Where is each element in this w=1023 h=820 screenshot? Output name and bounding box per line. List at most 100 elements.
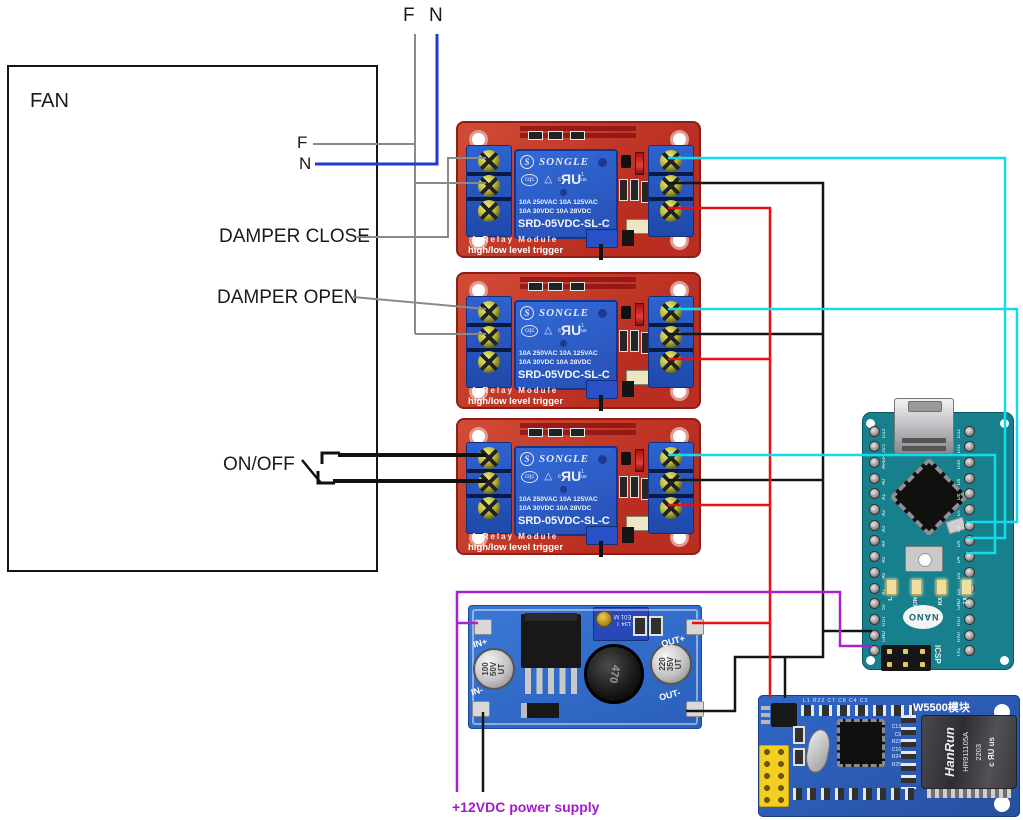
nano-pin-a0: A0 — [869, 472, 897, 485]
nano-pin-gnd: GND — [869, 629, 897, 642]
pin-pad — [964, 504, 975, 516]
led-label: RX — [938, 597, 944, 606]
pin-pad — [964, 629, 975, 641]
smd-component — [548, 131, 563, 140]
nano-pin-a7: A7 — [869, 582, 897, 595]
resistor — [619, 330, 628, 352]
screw-terminal — [660, 150, 682, 172]
smd-component — [633, 616, 647, 636]
diode — [635, 449, 644, 472]
nano-pin-d12: D12 — [947, 425, 975, 438]
resistor — [619, 476, 628, 498]
relay-brand-row: S SONGLE — [520, 306, 608, 320]
screw-terminal — [660, 200, 682, 222]
nano-pin-gnd: GND — [947, 598, 975, 610]
smd-component — [793, 748, 805, 766]
relay-ratings-line1: 10A 250VAC 10A 125VAC — [519, 199, 598, 206]
relay-brand-row: S SONGLE — [520, 155, 608, 169]
nano-pin-d10: D10 — [947, 456, 975, 469]
in-minus-label: IN- — [469, 684, 485, 698]
reset-button[interactable] — [905, 546, 943, 572]
inductor: 470 — [584, 644, 644, 704]
pin-pad — [964, 488, 975, 500]
icsp-label: ICSP — [933, 645, 942, 664]
transistor — [621, 452, 631, 465]
in-plus-label: IN+ — [471, 636, 489, 650]
cqc-logo: cqc — [521, 324, 539, 337]
pin-pad — [869, 519, 880, 531]
silkscreen-band — [520, 126, 636, 131]
pin-pad — [964, 645, 975, 657]
pin-label: 3V3 — [882, 444, 887, 454]
fan-title: FAN — [30, 90, 69, 112]
relay-part-number: SRD-05VDC-SL-C — [518, 515, 610, 527]
pin-pad — [964, 566, 975, 578]
jumper-pin-stub — [599, 541, 603, 557]
relay-part-number: SRD-05VDC-SL-C — [518, 218, 610, 230]
nano-pin-a6: A6 — [869, 566, 897, 579]
relay-caption-line1: 1 Relay Module — [472, 532, 559, 541]
warning-triangle-icon: △ — [544, 174, 553, 185]
warning-triangle-icon: △ — [544, 325, 553, 336]
pin-pad — [964, 535, 975, 547]
relay-ratings-line2: 10A 30VDC 10A 28VDC — [519, 359, 592, 366]
mains-neutral-label: N — [429, 5, 443, 26]
warning-triangle-icon: △ — [544, 471, 553, 482]
pin-pad — [964, 425, 975, 437]
jumper-pin-stub — [599, 244, 603, 260]
relay-output-terminal-block — [466, 296, 512, 388]
songle-s-logo: S — [520, 306, 534, 320]
nano-pin-a2: A2 — [869, 504, 897, 516]
relay-dot — [598, 308, 608, 318]
w5500-title: W5500模块 — [913, 702, 970, 714]
pin-pad — [869, 504, 880, 516]
pin-label: A6 — [882, 572, 887, 579]
pin-label: D4 — [957, 556, 962, 564]
smd-component — [570, 428, 585, 437]
relay-dot — [598, 157, 608, 167]
smd-row-top — [801, 705, 913, 716]
screw-terminal — [478, 175, 500, 197]
voltage-regulator — [761, 703, 797, 727]
lm2596-regulator-chip — [521, 613, 581, 668]
damper-open-label: DAMPER OPEN — [217, 287, 358, 308]
screw-terminal — [660, 175, 682, 197]
smd-component — [570, 131, 585, 140]
pin-label: D6 — [957, 525, 962, 532]
jack-brand: HanRun — [942, 727, 957, 777]
fan-neutral-label: N — [299, 154, 312, 173]
pin-pad — [869, 629, 880, 641]
fan-live-label: F — [297, 133, 308, 152]
nano-pin-d4: D4 — [947, 551, 975, 563]
jumper-pin-stub — [599, 395, 603, 411]
jumper-pins — [622, 381, 634, 397]
silkscreen-band — [520, 423, 636, 428]
pin-label: D5 — [957, 541, 962, 548]
ref-label: R24 — [891, 754, 901, 760]
pin-label: A2 — [882, 509, 887, 517]
smd-component — [528, 428, 543, 437]
screw-terminal — [478, 447, 500, 469]
led-label: TX — [963, 597, 969, 605]
transistor — [621, 155, 631, 168]
mounting-hole — [866, 656, 875, 665]
screw-terminal — [660, 326, 682, 348]
in-plus-pad — [474, 619, 492, 635]
pin-label: D11 — [957, 444, 962, 454]
relay-brand: SONGLE — [539, 307, 590, 319]
pin-label: A5 — [882, 557, 887, 564]
trimmer-screw[interactable] — [596, 611, 612, 627]
led-label: L — [888, 597, 894, 601]
nano-pin-aref: AREF — [869, 456, 897, 469]
screw-terminal — [478, 326, 500, 348]
resistor — [619, 179, 628, 201]
nano-pin-a3: A3 — [869, 519, 897, 532]
